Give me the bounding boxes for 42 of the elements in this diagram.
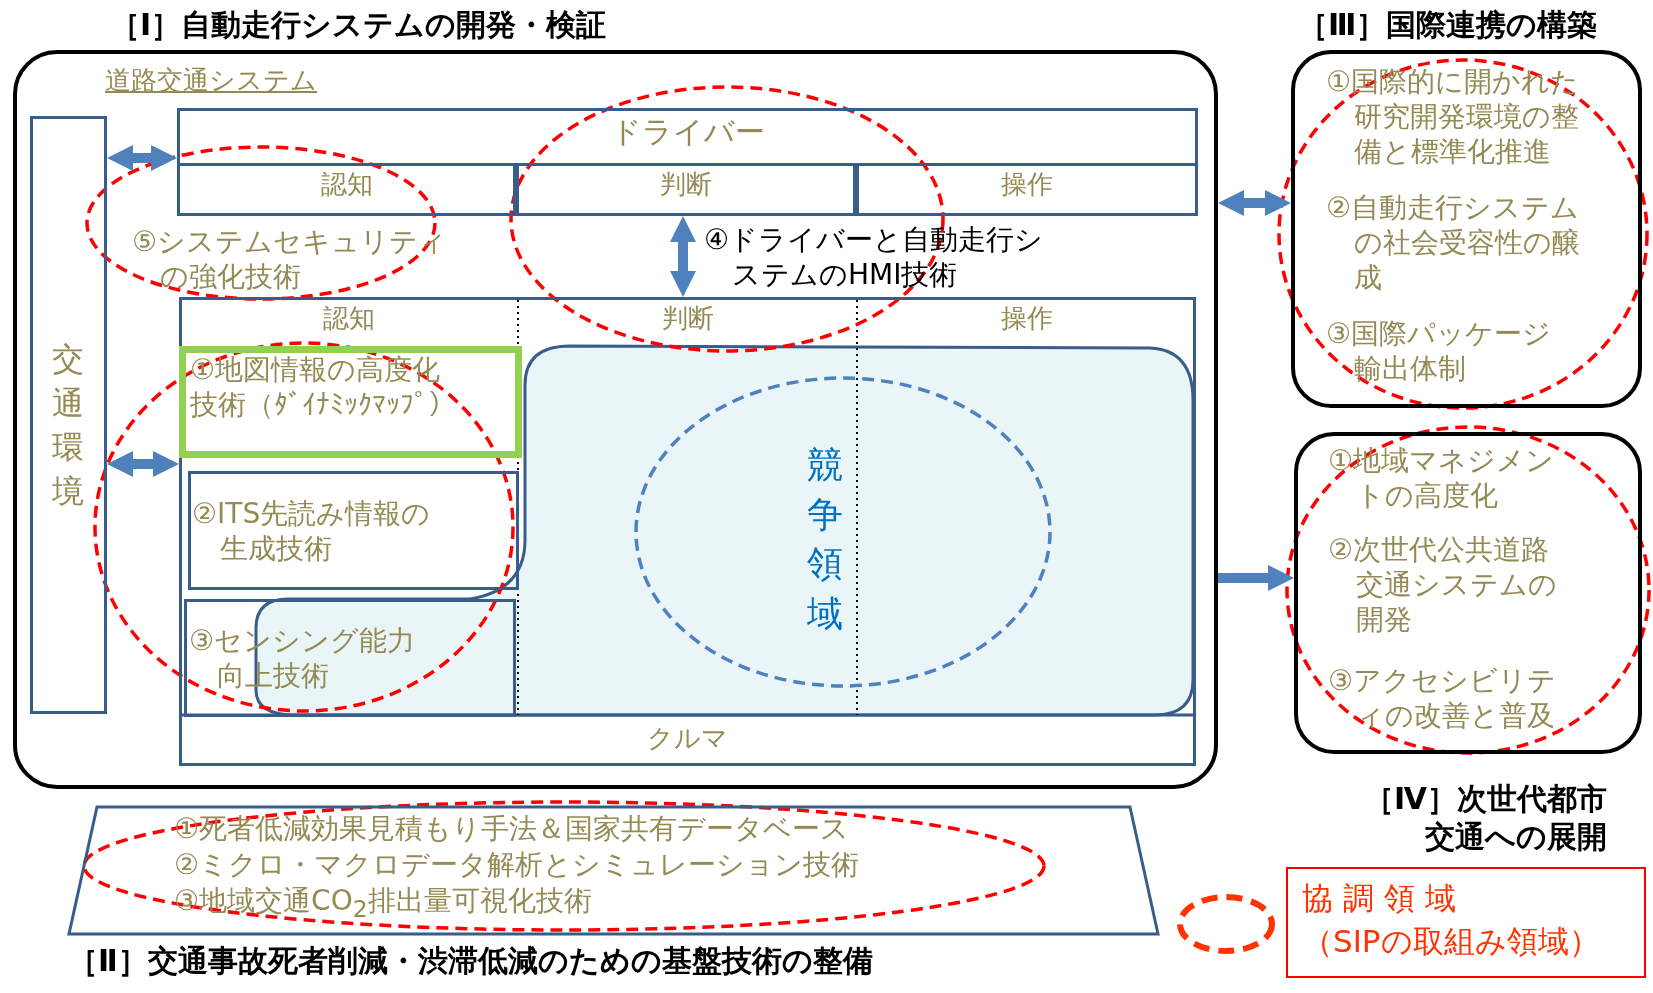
area-label: 競争領域 [806, 443, 844, 636]
heading: ［Ⅰ］自動走行システムの開発・検証 [110, 6, 608, 44]
item-text: ②ミクロ・マクロデータ解析とシミュレーション技術 [174, 848, 861, 882]
box-label: クルマ [646, 722, 729, 755]
arrow [670, 216, 696, 297]
legend-text: 協 調 領 域（SIPの取組み領域） [1302, 879, 1600, 962]
box-label: 判断 [659, 168, 713, 201]
technology-box [184, 599, 516, 717]
item-text: ②ITS先読み情報の生成技術 [192, 496, 432, 566]
box-label: 操作 [999, 302, 1054, 335]
environment-box [30, 116, 107, 714]
cell [516, 163, 856, 216]
technology-box [188, 471, 519, 590]
system-label: 道路交通システム [105, 64, 318, 97]
dashed-ellipse [634, 376, 1052, 688]
driver-box [177, 108, 1198, 216]
box-label: 操作 [1000, 168, 1054, 201]
arrow [107, 451, 179, 477]
item-text: ①地図情報の高度化技術（ﾀﾞｲﾅﾐｯｸﾏｯﾌﾟ） [190, 352, 457, 422]
item-text: ①地域マネジメントの高度化 [1328, 443, 1556, 513]
item-text: ①国際的に開かれた研究開発環境の整備と標準化推進 [1326, 64, 1581, 169]
vehicle-box [179, 297, 1196, 766]
cell [856, 163, 1198, 216]
box-label: ドライバー [609, 113, 766, 151]
heading: ［Ⅱ］交通事故死者削減・渋滞低減のための基盤技術の整備 [68, 942, 874, 980]
arrow [107, 145, 177, 171]
box-label: 認知 [319, 168, 374, 201]
item-text: ②自動走行システムの社会受容性の醸成 [1326, 190, 1581, 295]
annotation-text: ④ドライバーと自動走行システムのHMI技術 [704, 222, 1044, 292]
annotation-text: ⑤システムセキュリティの強化技術 [132, 224, 449, 294]
heading: ［Ⅲ］国際連携の構築 [1298, 6, 1599, 44]
arrow [1218, 565, 1294, 591]
item-text: ③国際パッケージ輸出体制 [1326, 316, 1553, 386]
box-label: 交通環境 [51, 339, 85, 513]
technology-box [179, 346, 522, 458]
box-label: 判断 [660, 302, 715, 335]
item-text: ③アクセシビリティの改善と普及 [1328, 663, 1558, 733]
cell [177, 163, 516, 216]
heading: ［Ⅳ］次世代都市交通への展開 [1363, 780, 1607, 855]
arrow [1218, 190, 1291, 216]
box-label: 認知 [321, 302, 376, 335]
item-text: ②次世代公共道路交通システムの開発 [1328, 532, 1558, 637]
